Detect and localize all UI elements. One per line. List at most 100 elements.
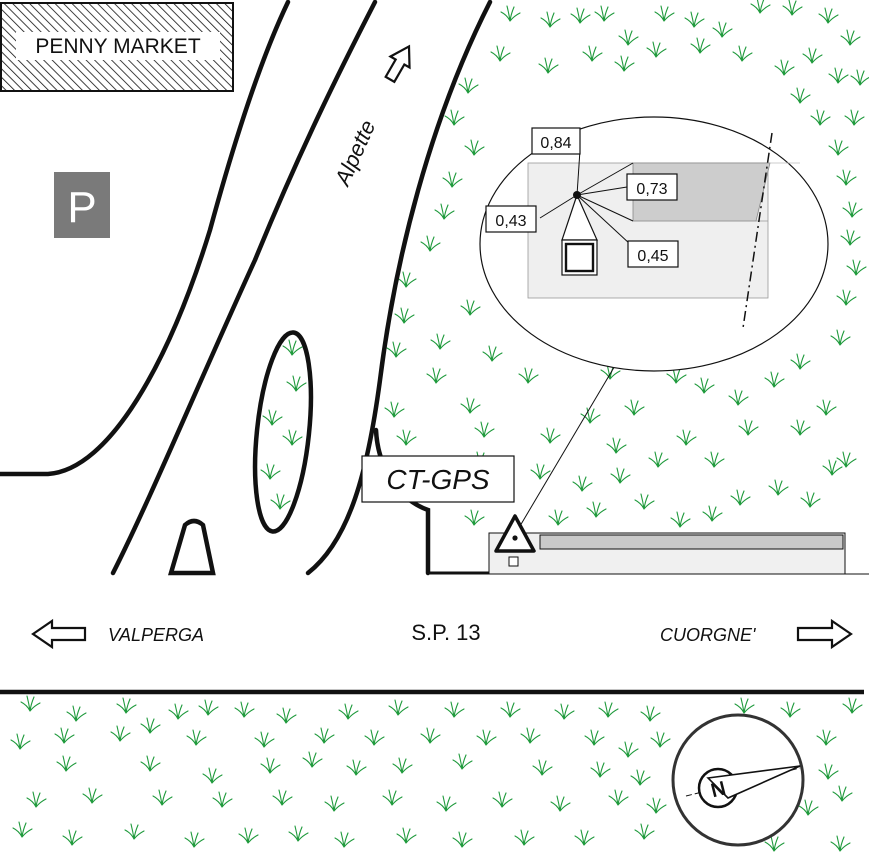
- grass-tuft: [434, 203, 455, 220]
- grass-tuft: [282, 429, 303, 446]
- grass-tuft: [850, 69, 869, 86]
- grass-tuft: [460, 397, 481, 414]
- grass-tuft: [594, 5, 615, 22]
- grass-tuft: [54, 727, 75, 744]
- grass-median: [252, 330, 314, 534]
- grass-tuft: [608, 789, 629, 806]
- grass-tuft: [514, 829, 535, 846]
- grass-tuft: [474, 421, 495, 438]
- svg-text:0,84: 0,84: [540, 135, 571, 152]
- svg-text:0,73: 0,73: [636, 181, 667, 198]
- grass-tuft: [802, 47, 823, 64]
- grass-tuft: [598, 701, 619, 718]
- grass-tuft: [818, 7, 839, 24]
- grass-tuft: [518, 367, 539, 384]
- grass-tuft: [624, 399, 645, 416]
- grass-tuft: [500, 5, 521, 22]
- grass-tuft: [444, 109, 465, 126]
- svg-text:0,43: 0,43: [495, 213, 526, 230]
- grass-tuft: [420, 235, 441, 252]
- grass-tuft: [846, 259, 867, 276]
- grass-tuft: [618, 741, 639, 758]
- median-island: [168, 518, 216, 576]
- grass-tuft: [338, 703, 359, 720]
- grass-tuft: [816, 399, 837, 416]
- grass-tuft: [738, 419, 759, 436]
- grass-tuft: [20, 695, 41, 712]
- grass-tuft: [260, 757, 281, 774]
- grass-tuft: [12, 821, 33, 838]
- grass-tuft: [712, 21, 733, 38]
- grass-tuft: [460, 299, 481, 316]
- grass-tuft: [768, 479, 789, 496]
- grass-tuft: [584, 729, 605, 746]
- grass-tuft: [288, 825, 309, 842]
- grass-tuft: [764, 835, 785, 852]
- gps-triangle-marker-icon: [494, 514, 536, 553]
- penny-market-building: PENNY MARKET: [0, 2, 234, 92]
- grass-tuft: [520, 727, 541, 744]
- grass-tuft: [570, 7, 591, 24]
- grass-tuft: [640, 705, 661, 722]
- grass-tuft: [444, 701, 465, 718]
- grass-tuft: [458, 77, 479, 94]
- grass-tuft: [728, 389, 749, 406]
- grass-tuft: [430, 333, 451, 350]
- grass-tuft: [816, 729, 837, 746]
- grass-tuft: [774, 59, 795, 76]
- grass-tuft: [842, 697, 863, 714]
- grass-tuft: [382, 789, 403, 806]
- parking-label: P: [67, 183, 96, 232]
- grass-tuft: [572, 475, 593, 492]
- grass-tuft: [110, 725, 131, 742]
- grass-tuft: [124, 823, 145, 840]
- grass-tuft: [396, 429, 417, 446]
- grass-tuft: [574, 829, 595, 846]
- grass-tuft: [530, 463, 551, 480]
- grass-tuft: [26, 791, 47, 808]
- grass-tuft: [650, 731, 671, 748]
- grass-tuft: [610, 467, 631, 484]
- grass-tuft: [684, 11, 705, 28]
- grass-tuft: [392, 757, 413, 774]
- grass-tuft: [836, 451, 857, 468]
- grass-tuft: [634, 493, 655, 510]
- grass-tuft: [476, 729, 497, 746]
- grass-tuft: [314, 727, 335, 744]
- grass-tuft: [810, 109, 831, 126]
- grass-tuft: [168, 703, 189, 720]
- station-label: CT-GPS: [386, 464, 490, 495]
- grass-tuft: [82, 787, 103, 804]
- svg-text:0,45: 0,45: [637, 248, 668, 265]
- grass-tuft: [590, 761, 611, 778]
- grass-tuft: [654, 5, 675, 22]
- grass-tuft: [212, 791, 233, 808]
- grass-tuft: [842, 201, 863, 218]
- grass-tuft: [234, 701, 255, 718]
- grass-tuft: [704, 451, 725, 468]
- grass-tuft: [630, 769, 651, 786]
- grass-tuft: [442, 171, 463, 188]
- grass-tuft: [334, 831, 355, 848]
- detail-leader-line: [519, 363, 617, 527]
- grass-tuft: [690, 37, 711, 54]
- grass-tuft: [62, 829, 83, 846]
- alpette-west-edge: [305, 0, 493, 576]
- grass-tuft: [482, 345, 503, 362]
- grass-tuft: [618, 29, 639, 46]
- penny-market-label: PENNY MARKET: [35, 35, 200, 58]
- grass-tuft: [140, 717, 161, 734]
- grass-tuft: [202, 767, 223, 784]
- grass-tuft: [184, 831, 205, 848]
- grass-tuft: [270, 493, 291, 510]
- station-building: [488, 532, 869, 575]
- grass-tuft: [198, 699, 219, 716]
- grass-tuft: [540, 427, 561, 444]
- measure-box-4: 0,45: [627, 240, 679, 268]
- grass-tuft: [780, 701, 801, 718]
- grass-tuft: [646, 41, 667, 58]
- grass-tuft: [384, 401, 405, 418]
- grass-tuft: [386, 341, 407, 358]
